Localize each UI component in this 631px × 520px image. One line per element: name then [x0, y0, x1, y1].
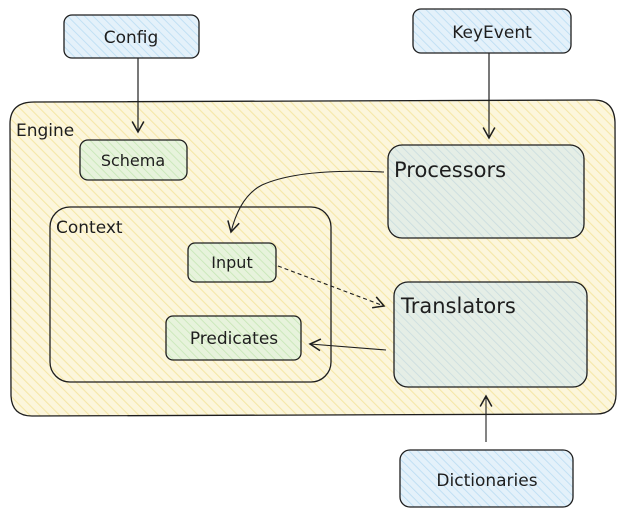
schema-node: Schema	[79, 139, 188, 181]
arrow-input-to-translators	[277, 265, 386, 309]
processors-node: Processors	[387, 144, 585, 239]
keyevent-label: KeyEvent	[452, 23, 532, 43]
context-label: Context	[56, 218, 123, 238]
engine-label: Engine	[16, 121, 74, 141]
predicates-node: Predicates	[165, 315, 302, 361]
arrow-translators-to-predicates	[308, 338, 387, 352]
predicates-label: Predicates	[190, 329, 278, 349]
schema-label: Schema	[101, 151, 165, 170]
config-label: Config	[104, 28, 159, 48]
config-node: Config	[63, 14, 200, 59]
translators-node: Translators	[393, 281, 588, 388]
dictionaries-label: Dictionaries	[436, 471, 537, 491]
input-label: Input	[211, 253, 252, 272]
keyevent-node: KeyEvent	[412, 8, 572, 54]
processors-label: Processors	[394, 158, 506, 182]
translators-label: Translators	[400, 294, 516, 318]
arrow-processors-to-input	[227, 170, 385, 234]
input-node: Input	[187, 242, 277, 283]
dictionaries-node: Dictionaries	[399, 449, 574, 508]
